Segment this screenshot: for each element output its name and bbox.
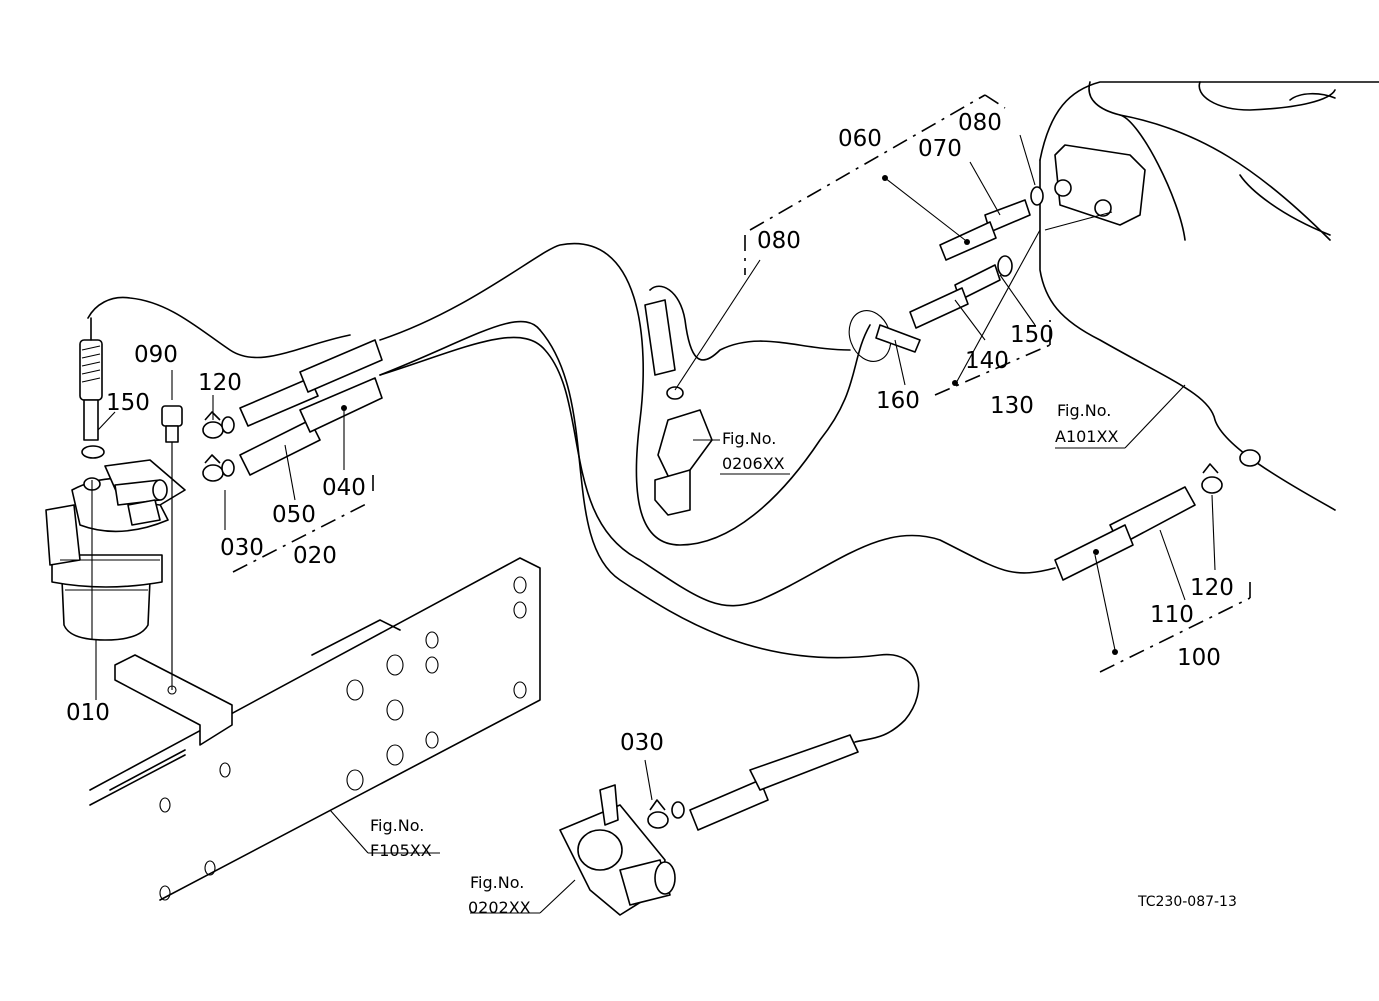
fig-label-0206: Fig.No. <box>722 429 776 448</box>
label-080-top: 080 <box>958 110 1002 136</box>
label-120-right: 120 <box>1190 575 1234 601</box>
fig-ref-f105: F105XX <box>370 841 432 860</box>
hose-clip-150-right <box>997 255 1013 277</box>
fuel-hose-070 <box>939 199 1031 261</box>
label-030-pump: 030 <box>620 730 664 756</box>
label-130: 130 <box>990 393 1034 419</box>
drawing-code: TC230-087-13 <box>1137 894 1237 910</box>
fuel-hose-0206 <box>644 299 713 516</box>
label-060: 060 <box>838 126 882 152</box>
fig-ref-0206: 0206XX <box>722 454 785 473</box>
frame-rail <box>89 557 541 901</box>
hose-clip-150-left <box>81 445 105 459</box>
label-140: 140 <box>965 348 1009 374</box>
label-090: 090 <box>134 342 178 368</box>
fuel-filter <box>45 459 186 641</box>
filter-inlet-hose <box>79 317 103 441</box>
label-030-left: 030 <box>220 535 264 561</box>
leader-lines <box>91 94 1251 914</box>
hose-clip-030-pump <box>647 799 685 829</box>
fuel-pump <box>559 784 676 916</box>
fuel-hose-upper <box>239 339 383 427</box>
hose-clip-080-upper <box>1030 186 1044 206</box>
fuel-hose-routing <box>87 242 1056 743</box>
fuel-hose-110 <box>1054 486 1196 581</box>
fuel-hose-140 <box>909 264 1001 329</box>
part-labels: 010 150 090 120 030 050 040 020 060 070 … <box>66 110 1234 756</box>
label-150-left: 150 <box>106 390 150 416</box>
label-040: 040 <box>322 475 366 501</box>
label-110: 110 <box>1150 602 1194 628</box>
fig-label-0202: Fig.No. <box>470 873 524 892</box>
label-070: 070 <box>918 136 962 162</box>
label-120-left: 120 <box>198 370 242 396</box>
label-150-right: 150 <box>1010 322 1054 348</box>
label-160: 160 <box>876 388 920 414</box>
label-080-mid: 080 <box>757 228 801 254</box>
cable-tie-160 <box>848 310 921 362</box>
label-020: 020 <box>293 543 337 569</box>
label-010: 010 <box>66 700 110 726</box>
figure-references: Fig.No. 0206XX Fig.No. A101XX Fig.No. F1… <box>370 401 1118 917</box>
fig-ref-0202: 0202XX <box>468 898 531 917</box>
fig-label-f105: Fig.No. <box>370 816 424 835</box>
fuel-tank <box>1039 81 1379 511</box>
fuel-hose-040-050 <box>239 377 383 476</box>
hose-clip-030-left <box>202 454 235 482</box>
fuel-hose-pump <box>689 734 859 831</box>
fig-ref-a101: A101XX <box>1055 427 1118 446</box>
hose-clip-120-left <box>202 411 235 439</box>
label-050: 050 <box>272 502 316 528</box>
label-100: 100 <box>1177 645 1221 671</box>
tank-return-fitting <box>1201 449 1261 494</box>
fig-label-a101: Fig.No. <box>1057 401 1111 420</box>
assembly-marker-dots <box>882 175 1118 655</box>
